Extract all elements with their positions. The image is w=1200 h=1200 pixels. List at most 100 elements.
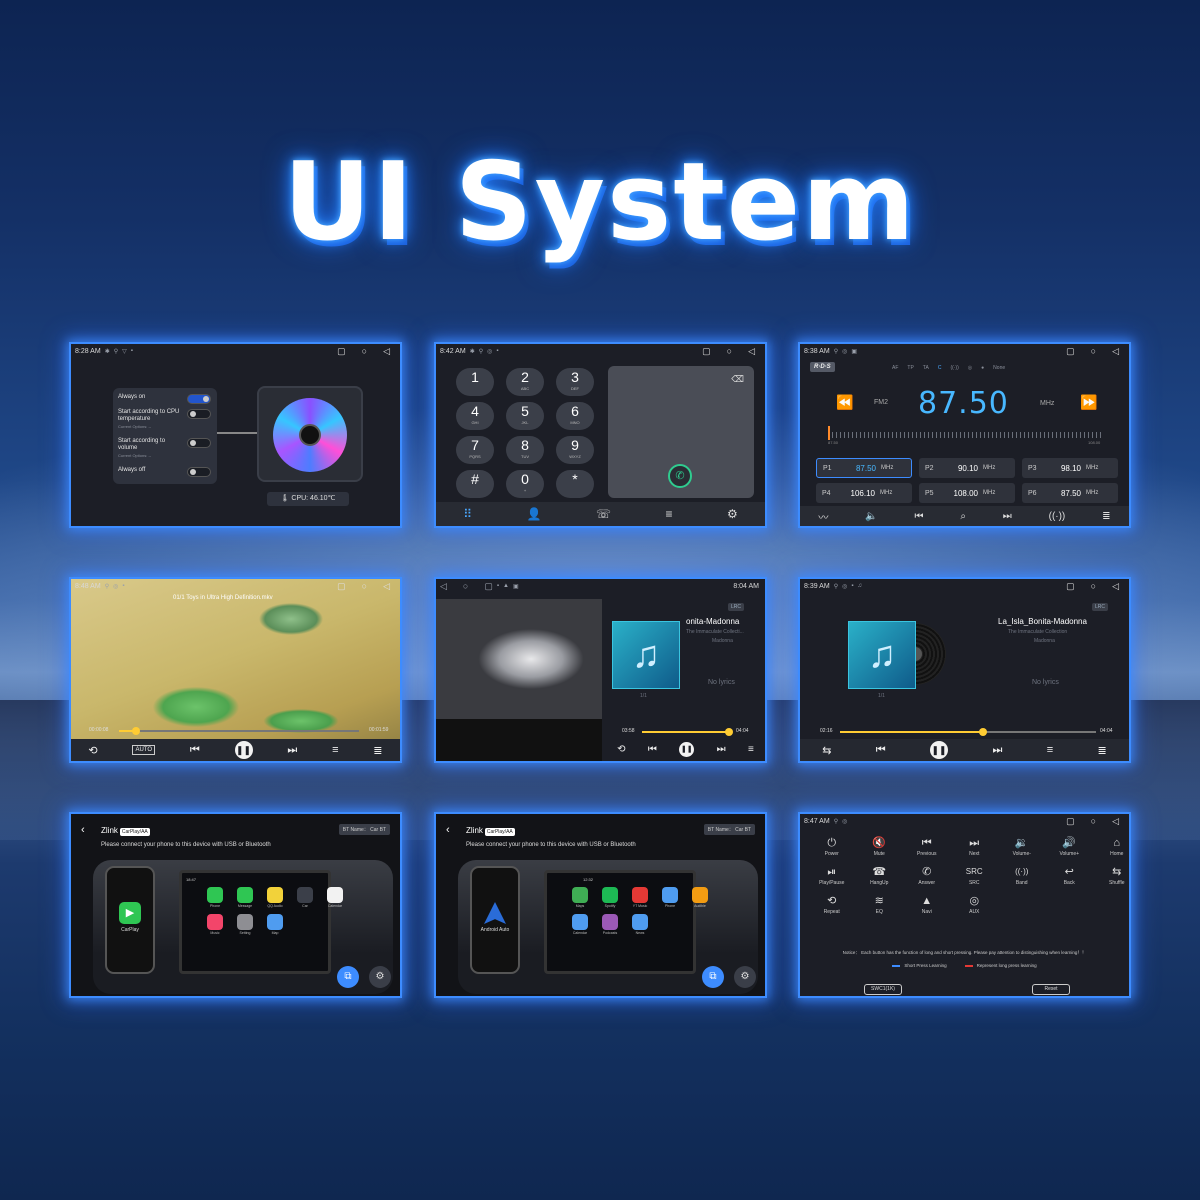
back-icon[interactable]: ◁	[1112, 346, 1119, 356]
equalizer-icon[interactable]: ≣	[373, 744, 383, 757]
back-icon[interactable]: ◁	[748, 346, 755, 356]
pause-button[interactable]: ❚❚	[679, 741, 695, 757]
swc-button-shuffle[interactable]: ⇆Shuffle	[1093, 865, 1129, 886]
signal-icon[interactable]: ((·))	[1048, 510, 1066, 522]
equalizer-icon[interactable]: ≣	[1097, 744, 1107, 757]
pause-button[interactable]: ❚❚	[234, 741, 253, 759]
music-seekbar[interactable]	[840, 728, 1096, 736]
radio-flag[interactable]: ((·))	[950, 365, 959, 371]
fan-mode-toggle[interactable]	[187, 409, 211, 419]
radio-flag[interactable]: AF	[892, 365, 899, 371]
swc-button-home[interactable]: ⌂Home	[1093, 836, 1129, 857]
previous-icon[interactable]: ⏮	[189, 743, 200, 756]
back-icon[interactable]: ◁	[383, 346, 390, 356]
next-icon[interactable]: ⏭	[287, 743, 298, 756]
swc-button-band[interactable]: ((·))Band	[998, 865, 1046, 886]
recent-apps-icon[interactable]: ▢	[337, 581, 346, 591]
recent-apps-icon[interactable]: ▢	[337, 346, 346, 356]
swc-button-navi[interactable]: ▲Navi	[903, 894, 951, 915]
swc-mode-button[interactable]: SWC1(1K)	[864, 984, 902, 995]
video-seekbar[interactable]	[119, 727, 359, 735]
radio-flag[interactable]: ◎	[967, 365, 973, 371]
home-icon[interactable]: ○	[726, 346, 733, 356]
settings-button[interactable]: ⚙	[369, 966, 391, 988]
swc-button-volume-[interactable]: 🔊Volume+	[1046, 836, 1094, 857]
next-icon[interactable]: ⏭	[1002, 510, 1012, 522]
radio-flag[interactable]: None	[993, 365, 1006, 371]
head-unit-app[interactable]: Audible	[687, 887, 713, 908]
call-button[interactable]: ✆	[668, 464, 692, 488]
lrc-button[interactable]: LRC	[728, 603, 745, 611]
video-frame[interactable]	[71, 579, 400, 761]
fan-mode-toggle[interactable]	[187, 394, 211, 404]
home-icon[interactable]: ○	[361, 346, 368, 356]
playlist-icon[interactable]: ≡	[1046, 744, 1054, 756]
music-seekbar[interactable]	[642, 728, 734, 736]
contacts-icon[interactable]: 👤	[526, 507, 542, 521]
recent-apps-icon[interactable]: ▢	[702, 346, 711, 356]
home-icon[interactable]: ○	[1090, 346, 1097, 356]
next-icon[interactable]: ⏭	[992, 743, 1003, 756]
dialpad-icon[interactable]: ⠿	[463, 507, 473, 521]
back-icon[interactable]: ◁	[440, 580, 447, 591]
previous-icon[interactable]: ⏮	[914, 510, 924, 522]
search-icon[interactable]: ⌕	[960, 510, 966, 522]
back-icon[interactable]: ◁	[1112, 816, 1119, 826]
screen-mirror-button[interactable]: ⧉	[702, 966, 724, 988]
call-log-icon[interactable]: ☏	[595, 507, 611, 521]
bluetooth-music-icon[interactable]: ≡	[665, 507, 673, 521]
swc-button-repeat[interactable]: ⟲Repeat	[808, 894, 856, 915]
back-arrow-icon[interactable]: ‹	[446, 824, 450, 836]
repeat-icon[interactable]: ⟲	[617, 743, 626, 755]
swc-button-power[interactable]: ⏻Power	[808, 836, 856, 857]
back-icon[interactable]: ◁	[1112, 581, 1119, 591]
swc-button-hangup[interactable]: ☎HangUp	[856, 865, 904, 886]
seekbar-knob[interactable]	[131, 727, 140, 735]
settings-icon[interactable]: ⚙	[726, 507, 738, 521]
head-unit-app[interactable]: Calendar	[322, 887, 348, 908]
band-label[interactable]: FM2	[874, 399, 888, 406]
swc-button-next[interactable]: ⏭Next	[951, 836, 999, 857]
swc-button-answer[interactable]: ✆Answer	[903, 865, 951, 886]
back-arrow-icon[interactable]: ‹	[81, 824, 85, 836]
dial-key[interactable]: 0+	[506, 470, 544, 498]
radio-flag[interactable]: C	[937, 365, 942, 371]
swc-button-play-pause[interactable]: ⏯Play/Pause	[808, 865, 856, 886]
shuffle-icon[interactable]: ⇆	[822, 744, 832, 757]
seekbar-knob[interactable]	[979, 728, 988, 736]
head-unit-app[interactable]: Phone	[202, 887, 228, 908]
equalizer-icon[interactable]: ≣	[1102, 510, 1111, 522]
head-unit-app[interactable]: News	[627, 914, 653, 935]
repeat-icon[interactable]: ⟲	[88, 744, 98, 757]
seek-backward-icon[interactable]: ⏪	[836, 394, 854, 410]
fan-mode-toggle[interactable]	[187, 438, 211, 448]
home-icon[interactable]: ○	[1090, 816, 1097, 826]
recent-apps-icon[interactable]: ▢	[1066, 581, 1075, 591]
seekbar-knob[interactable]	[725, 728, 734, 736]
settings-button[interactable]: ⚙	[734, 966, 756, 988]
radio-flag[interactable]: TA	[922, 365, 929, 371]
home-icon[interactable]: ○	[1090, 581, 1097, 591]
swc-button-mute[interactable]: 🔇Mute	[856, 836, 904, 857]
head-unit-app[interactable]: Phone	[657, 887, 683, 908]
head-unit-app[interactable]: YT Music	[627, 887, 653, 908]
fan-mode-row[interactable]: Always off	[118, 467, 212, 477]
head-unit-app[interactable]: Car	[292, 887, 318, 908]
auto-button[interactable]: AUTO	[132, 745, 155, 755]
tuning-ruler[interactable]	[828, 432, 1104, 438]
lrc-button[interactable]: LRC	[1092, 603, 1109, 611]
